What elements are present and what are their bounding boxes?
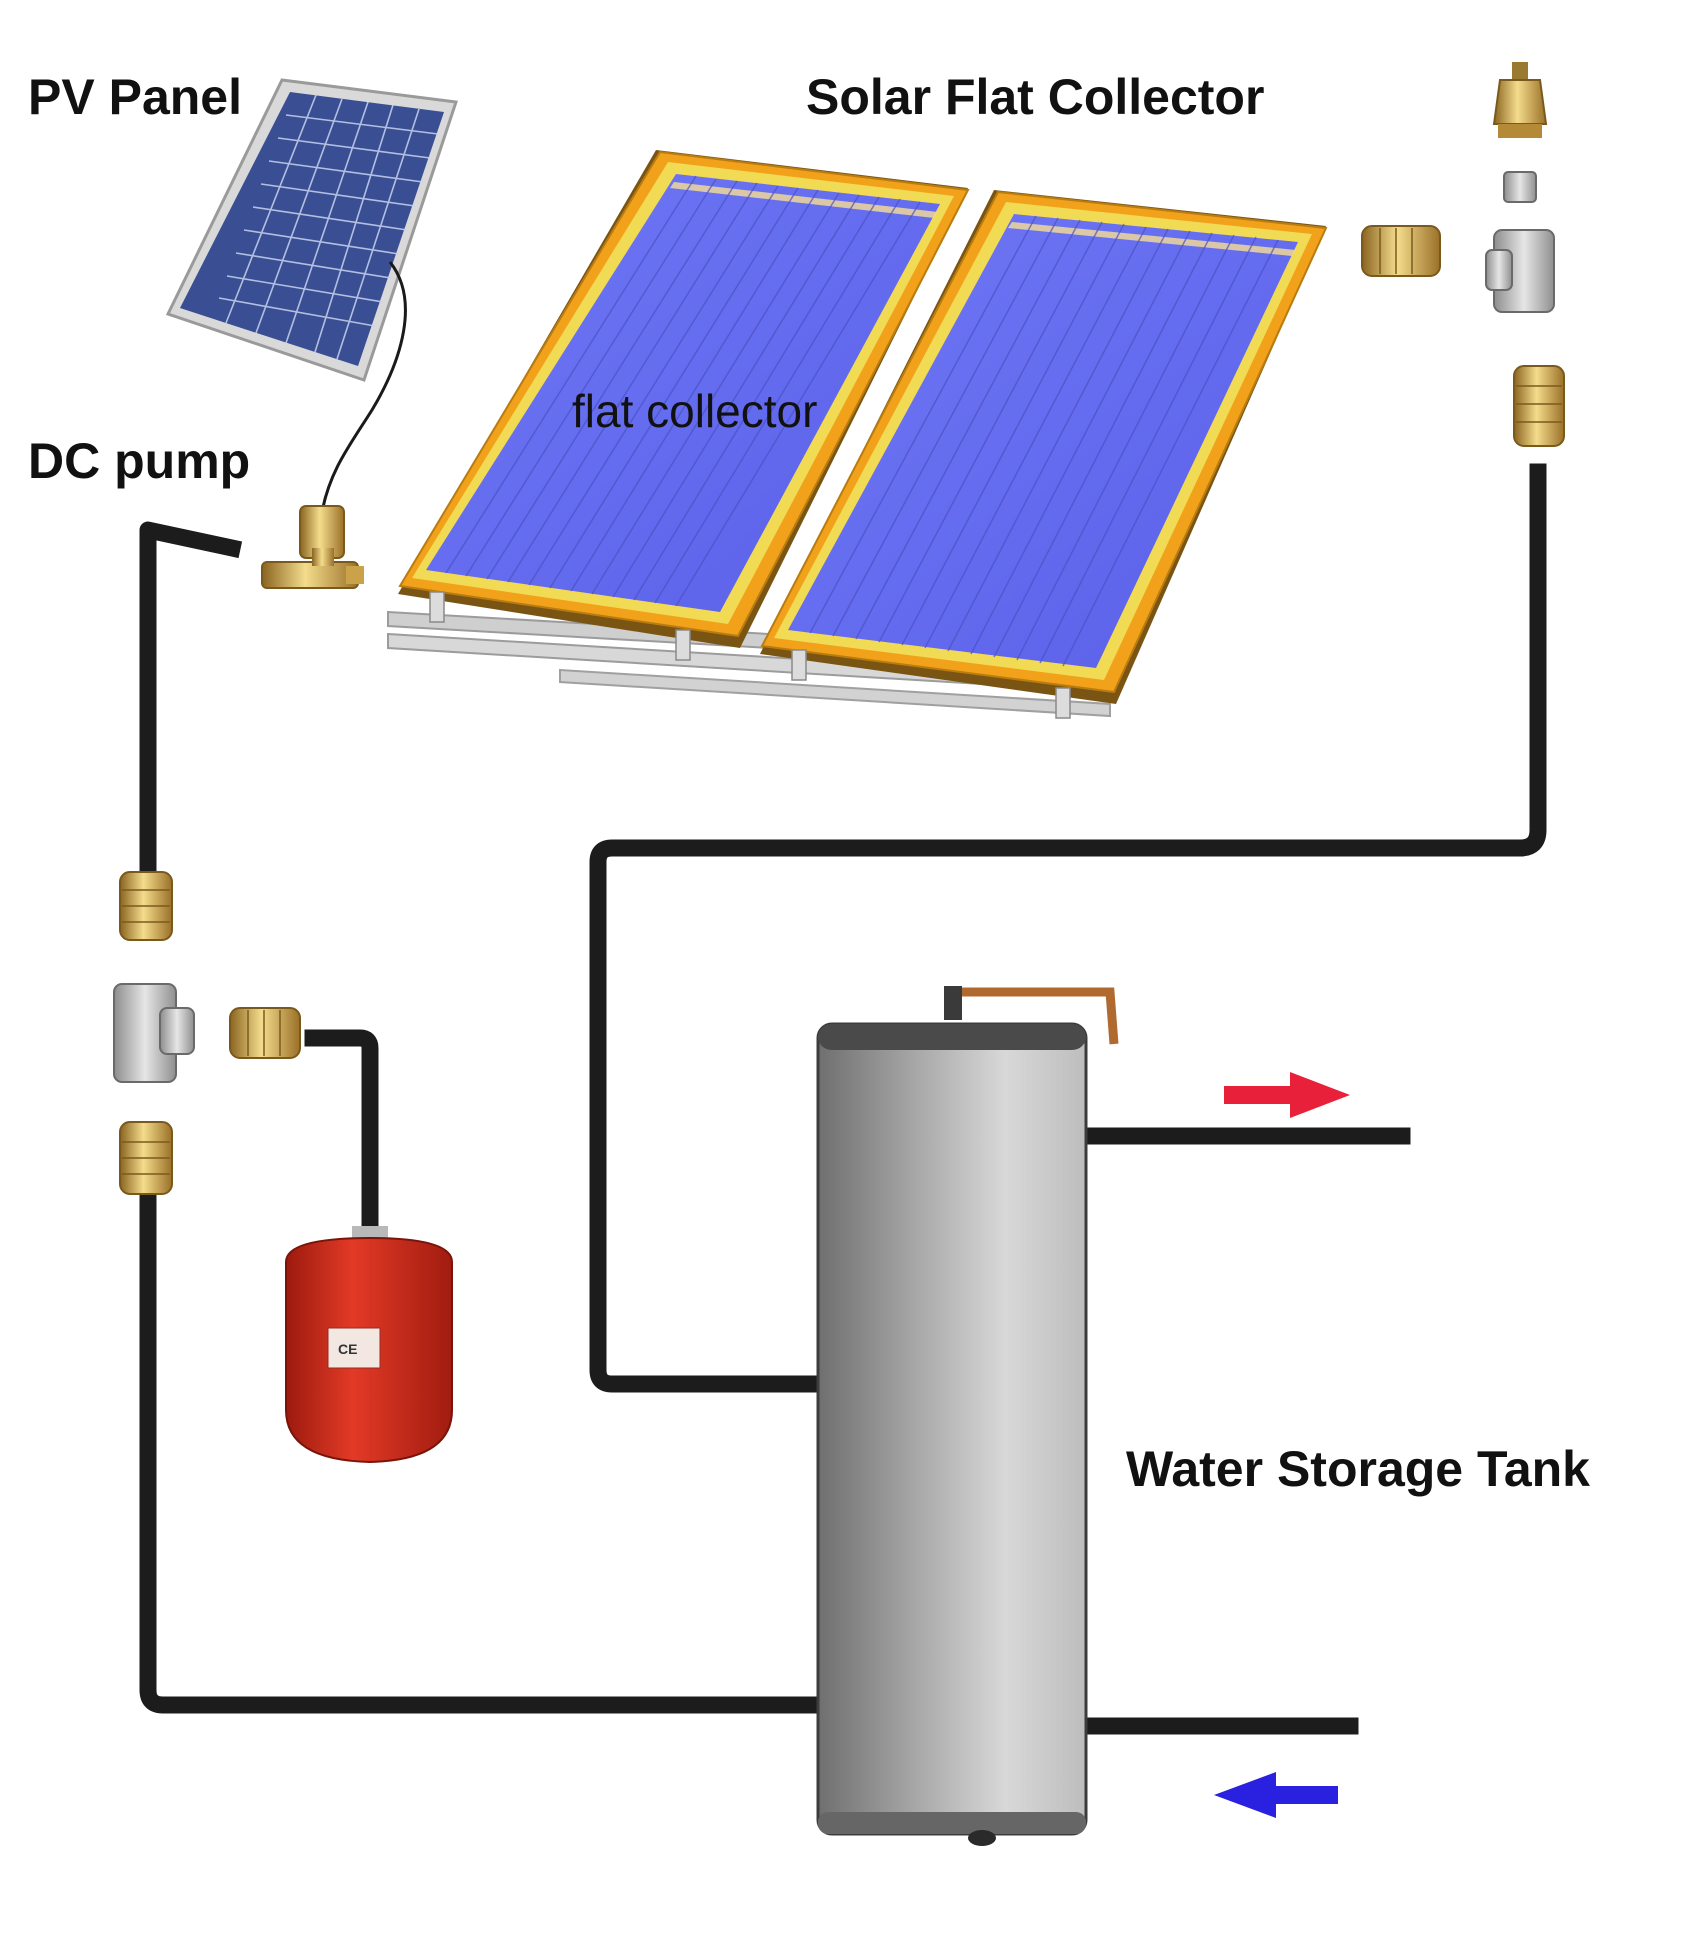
return-line-fittings (113, 871, 301, 1195)
water-storage-tank-label: Water Storage Tank (1126, 1441, 1590, 1497)
solar-flat-collector (387, 150, 1328, 719)
dc-pump-label: DC pump (28, 433, 251, 489)
pv-cable (320, 261, 407, 513)
brass-connector-upper-left (119, 871, 173, 941)
brass-connector-to-vessel (229, 1007, 301, 1059)
flat-collector-panel-right (760, 190, 1328, 719)
pipe-return-to-tank-bottom (139, 1181, 817, 1714)
expansion-vessel: CE (285, 1226, 453, 1464)
reducer-fitting (1503, 171, 1537, 203)
air-vent-valve (1492, 62, 1548, 138)
return-tee-fitting (113, 983, 195, 1083)
flat-collector-label: flat collector (572, 385, 818, 437)
arrow-left-icon (1214, 1772, 1338, 1818)
dc-pump (261, 505, 364, 589)
pipe-to-expansion-vessel (304, 1029, 379, 1231)
arrow-right-icon (1224, 1072, 1350, 1118)
solar-flat-collector-label: Solar Flat Collector (806, 69, 1265, 125)
brass-connector-collector-outlet (1361, 225, 1441, 277)
pv-panel (165, 78, 458, 513)
ce-mark-label: CE (338, 1341, 357, 1357)
pipe-collector-to-tank (589, 463, 1547, 1393)
flat-collector-panel-left (398, 150, 970, 661)
pv-panel-label: PV Panel (28, 69, 242, 125)
outlet-tee-fitting (1485, 229, 1555, 313)
water-storage-tank (816, 986, 1119, 1846)
brass-connector-outlet-down (1513, 365, 1565, 447)
pipe-network (139, 463, 1547, 1735)
brass-connector-lower-left (119, 1121, 173, 1195)
pipe-pump-to-left-column (139, 521, 243, 889)
collector-outlet-fittings (1361, 62, 1565, 447)
